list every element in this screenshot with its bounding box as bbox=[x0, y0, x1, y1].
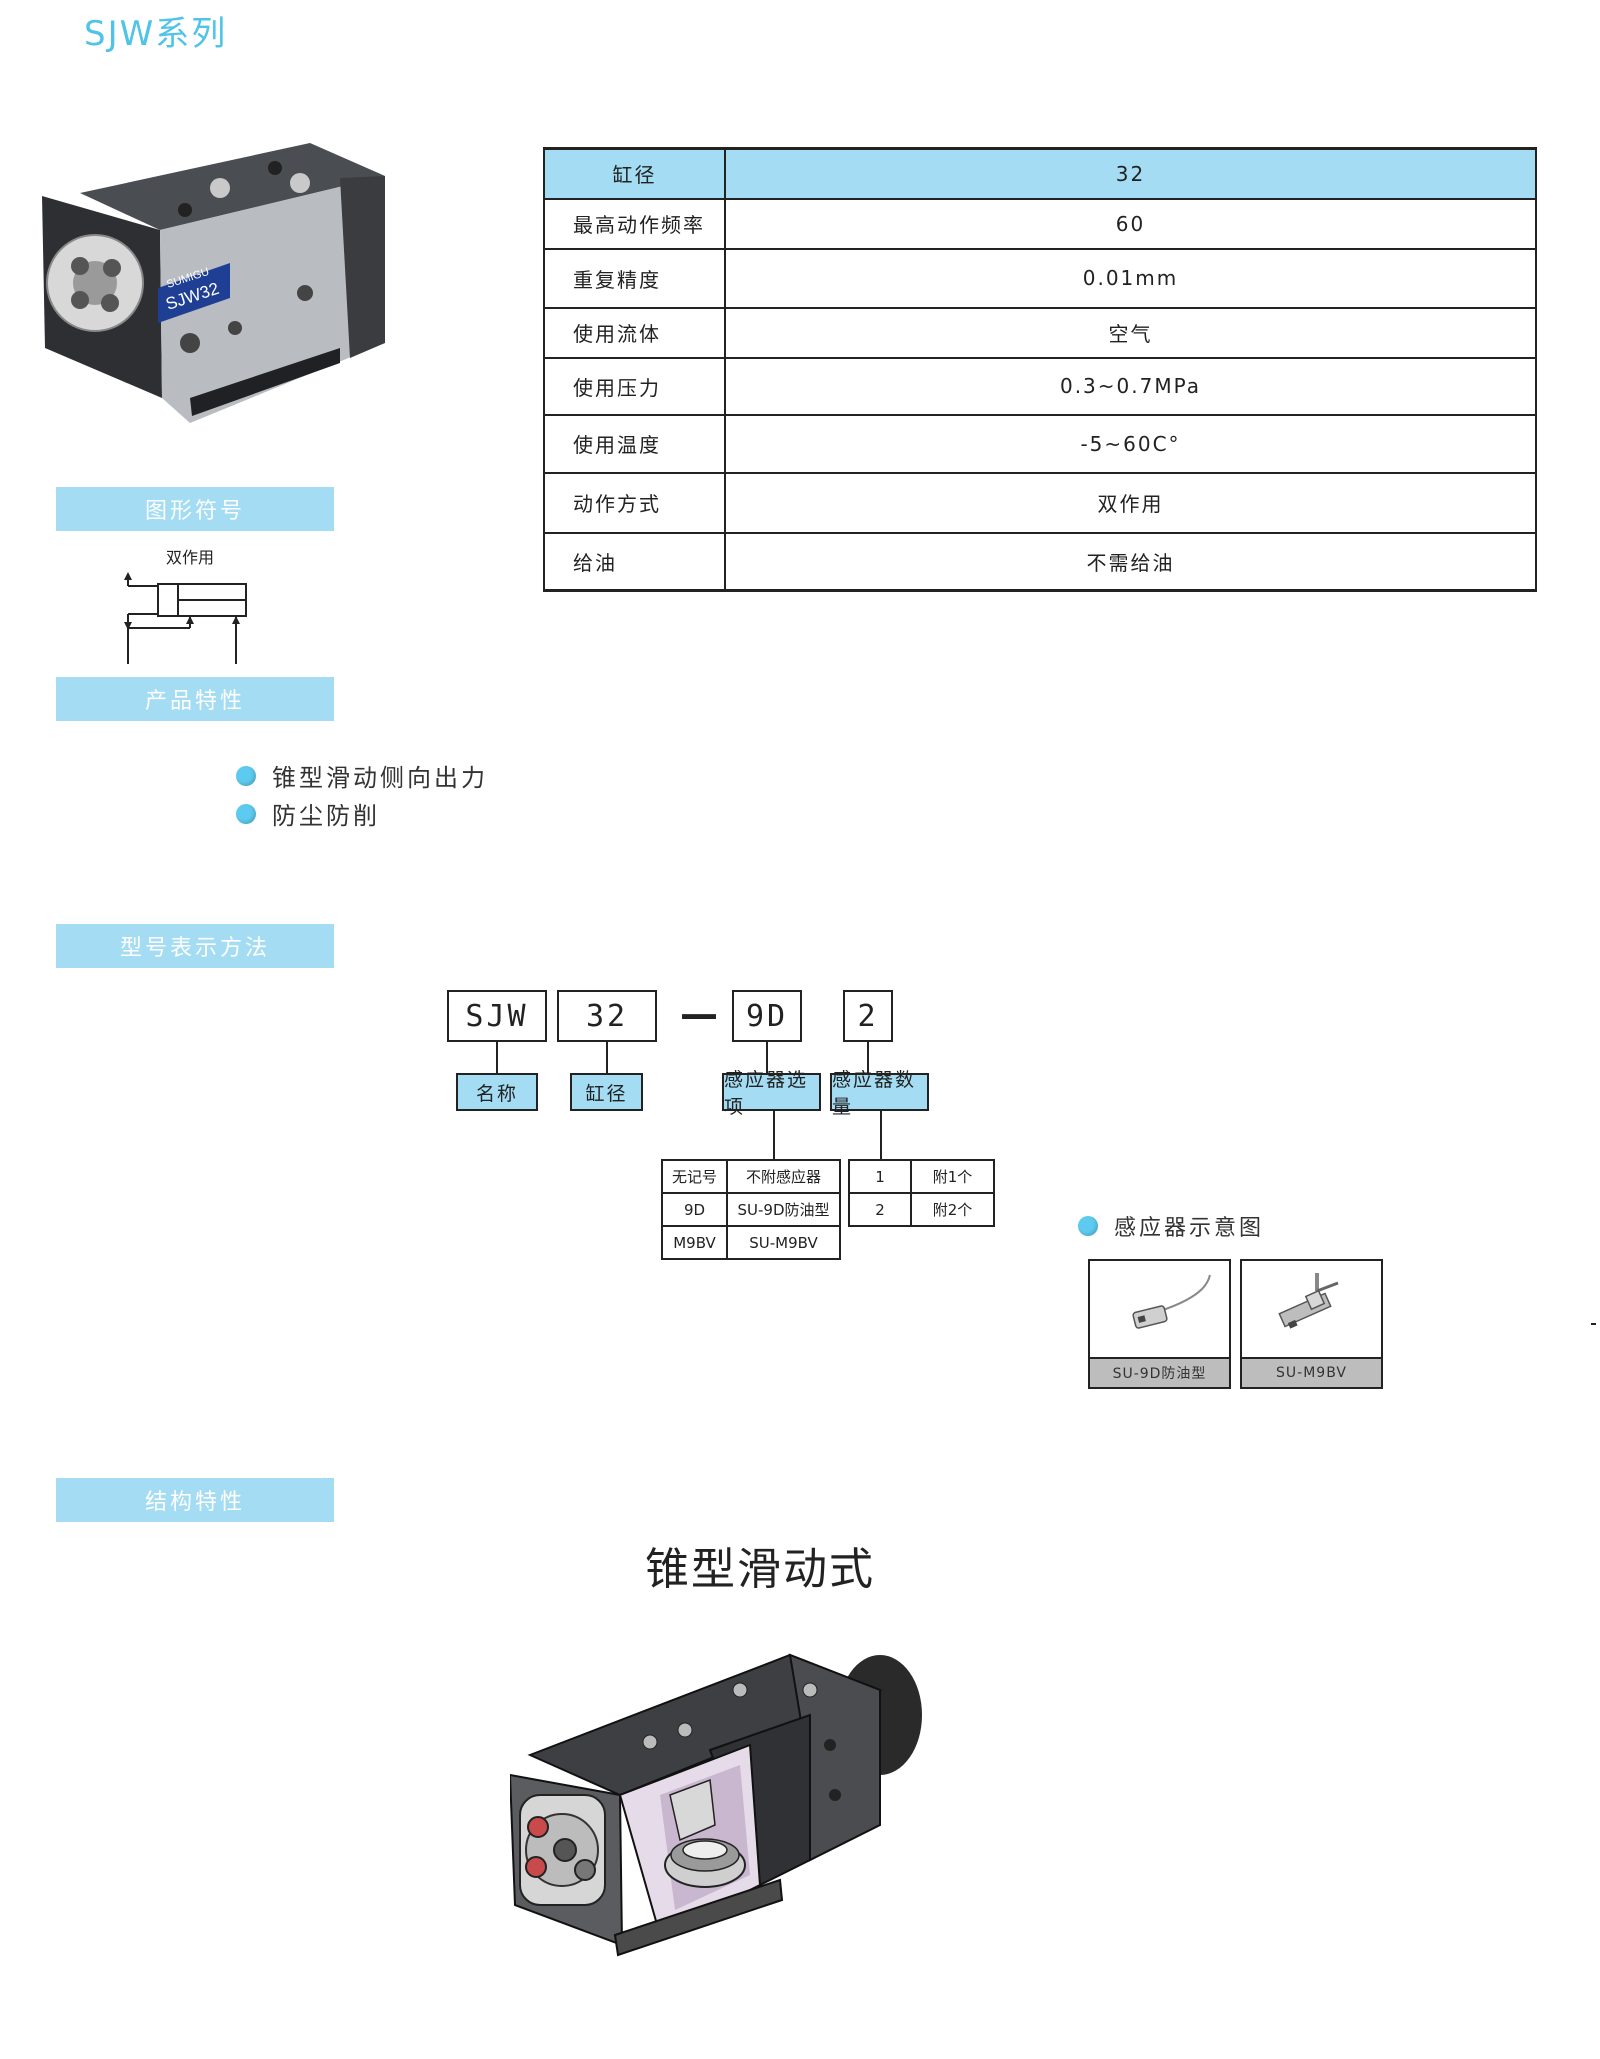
table-cell: 附2个 bbox=[910, 1192, 995, 1227]
spec-key: 给油 bbox=[543, 531, 726, 592]
spec-row: 动作方式双作用 bbox=[543, 471, 1537, 534]
section-header-structure: 结构特性 bbox=[56, 1478, 334, 1522]
feature-text: 防尘防削 bbox=[272, 802, 380, 830]
table-cell: 不附感应器 bbox=[726, 1159, 841, 1194]
spec-value: 不需给油 bbox=[724, 531, 1537, 592]
spec-key: 重复精度 bbox=[543, 247, 726, 309]
symbol-caption: 双作用 bbox=[166, 548, 215, 567]
model-part-name: SJW bbox=[447, 990, 547, 1042]
series-title: SJW系列 bbox=[84, 14, 228, 54]
model-part-bore: 32 bbox=[557, 990, 657, 1042]
double-acting-symbol-icon bbox=[124, 572, 247, 664]
spec-value: 双作用 bbox=[724, 471, 1537, 534]
connector-line bbox=[606, 1042, 608, 1073]
label-sensor-count: 感应器数量 bbox=[830, 1069, 929, 1118]
spec-row: 使用流体空气 bbox=[543, 306, 1537, 359]
feature-item: 防尘防削 bbox=[236, 796, 380, 831]
feature-text: 锥型滑动侧向出力 bbox=[272, 764, 488, 792]
spec-value: 空气 bbox=[724, 306, 1537, 359]
table-row: 无记号不附感应器 bbox=[661, 1159, 841, 1194]
spec-key: 动作方式 bbox=[543, 471, 726, 534]
spec-row: 使用温度-5~60C° bbox=[543, 413, 1537, 474]
spec-row: 给油不需给油 bbox=[543, 531, 1537, 592]
spec-key: 最高动作频率 bbox=[543, 197, 726, 250]
table-cell: 9D bbox=[661, 1192, 728, 1227]
product-photo: SUMIGU SJW32 bbox=[42, 143, 385, 423]
connector-line bbox=[773, 1111, 775, 1159]
connector-line bbox=[496, 1042, 498, 1073]
sensor-diagram-title: 感应器示意图 bbox=[1078, 1210, 1264, 1242]
spec-key: 使用流体 bbox=[543, 306, 726, 359]
table-cell: 2 bbox=[848, 1192, 912, 1227]
sensor-caption: SU-M9BV bbox=[1242, 1357, 1381, 1387]
section-header-features: 产品特性 bbox=[56, 677, 334, 721]
section-header-symbol: 图形符号 bbox=[56, 487, 334, 531]
cutaway-illustration bbox=[510, 1653, 922, 1957]
table-cell: SU-9D防油型 bbox=[726, 1192, 841, 1227]
label-sensor-option: 感应器选项 bbox=[722, 1069, 821, 1118]
spec-value: 0.3~0.7MPa bbox=[724, 356, 1537, 416]
bullet-icon bbox=[236, 765, 256, 786]
spec-value: 0.01mm bbox=[724, 247, 1537, 309]
model-part-sensor: 9D bbox=[732, 990, 802, 1042]
section-header-model: 型号表示方法 bbox=[56, 924, 334, 968]
connector-line bbox=[867, 1042, 869, 1073]
table-cell: M9BV bbox=[661, 1225, 728, 1260]
table-cell: 附1个 bbox=[910, 1159, 995, 1194]
sensor-card: SU-M9BV bbox=[1240, 1259, 1383, 1389]
sensor-9d-icon bbox=[1132, 1274, 1211, 1329]
spec-value: 60 bbox=[724, 197, 1537, 250]
model-part-count: 2 bbox=[843, 990, 893, 1042]
page-mark bbox=[1591, 1323, 1596, 1325]
connector-line bbox=[880, 1111, 882, 1159]
sensor-caption: SU-9D防油型 bbox=[1090, 1357, 1229, 1387]
sensor-card: SU-9D防油型 bbox=[1088, 1259, 1231, 1389]
sensor-m9bv-icon bbox=[1278, 1273, 1339, 1329]
feature-item: 锥型滑动侧向出力 bbox=[236, 758, 488, 793]
connector-line bbox=[766, 1042, 768, 1073]
sensor-diagram-title-text: 感应器示意图 bbox=[1114, 1216, 1265, 1241]
label-name: 名称 bbox=[456, 1073, 538, 1111]
spec-value: -5~60C° bbox=[724, 413, 1537, 474]
bullet-icon bbox=[236, 803, 256, 824]
spec-key: 使用压力 bbox=[543, 356, 726, 416]
table-cell: 1 bbox=[848, 1159, 912, 1194]
spec-value: 32 bbox=[724, 147, 1537, 200]
label-bore: 缸径 bbox=[570, 1073, 643, 1111]
structure-title: 锥型滑动式 bbox=[645, 1544, 875, 1595]
spec-key: 使用温度 bbox=[543, 413, 726, 474]
table-cell: SU-M9BV bbox=[726, 1225, 841, 1260]
model-dash: — bbox=[680, 992, 718, 1036]
bullet-icon bbox=[1078, 1216, 1098, 1236]
spec-key: 缸径 bbox=[543, 147, 726, 200]
table-cell: 无记号 bbox=[661, 1159, 728, 1194]
